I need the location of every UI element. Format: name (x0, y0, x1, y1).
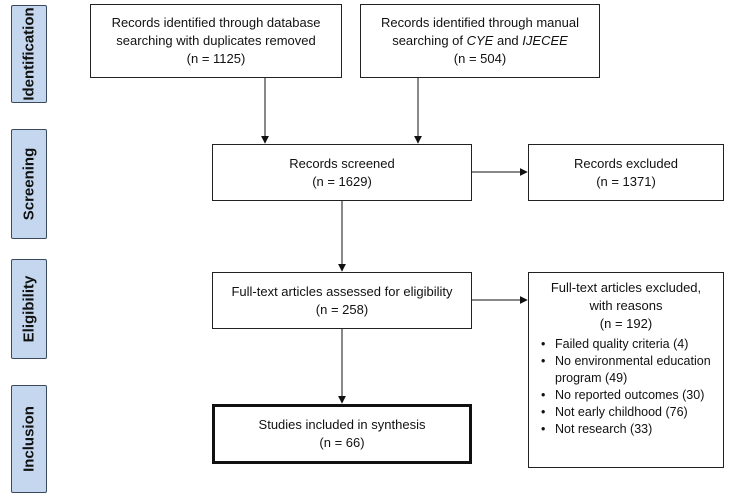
box-records-screened: Records screened (n = 1629) (212, 144, 472, 201)
fulltext-title: Full-text articles assessed for eligibil… (231, 283, 453, 299)
list-item: Failed quality criteria (4) (541, 336, 715, 353)
fulltext-excluded-count: (n = 192) (599, 316, 653, 331)
fulltext-count: (n = 258) (315, 301, 369, 317)
stage-screening: Screening (11, 129, 47, 239)
box-fulltext-excluded: Full-text articles excluded, with reason… (528, 272, 724, 468)
box-records-excluded: Records excluded (n = 1371) (528, 144, 724, 201)
fulltext-excluded-title2: with reasons (589, 298, 663, 313)
list-item: No reported outcomes (30) (541, 387, 715, 404)
exclusion-reasons-list: Failed quality criteria (4) No environme… (529, 336, 723, 438)
db-search-count: (n = 1125) (186, 51, 246, 66)
journal-cye: CYE (466, 33, 494, 48)
box-database-search: Records identified through database sear… (90, 4, 342, 78)
db-search-line1: Records identified through database (111, 15, 321, 30)
db-search-line2: searching with duplicates removed (116, 33, 316, 48)
screened-title: Records screened (289, 155, 395, 171)
included-title: Studies included in synthesis (258, 417, 426, 432)
box-studies-included: Studies included in synthesis (n = 66) (212, 404, 472, 464)
excluded-title: Records excluded (573, 155, 679, 171)
stage-eligibility: Eligibility (11, 259, 47, 359)
fulltext-excluded-title1: Full-text articles excluded, (550, 280, 702, 295)
included-count: (n = 66) (319, 435, 365, 450)
box-manual-search: Records identified through manual search… (360, 4, 600, 78)
manual-search-line2: searching of CYE and IJECEE (392, 33, 568, 48)
manual-search-line1: Records identified through manual (380, 15, 579, 30)
box-fulltext-assessed: Full-text articles assessed for eligibil… (212, 272, 472, 329)
list-item: No environmental education program (49) (541, 353, 715, 387)
journal-ijecee: IJECEE (522, 33, 568, 48)
manual-search-count: (n = 504) (453, 51, 507, 66)
list-item: Not early childhood (76) (541, 404, 715, 421)
screened-count: (n = 1629) (312, 173, 372, 189)
list-item: Not research (33) (541, 421, 715, 438)
excluded-count: (n = 1371) (596, 173, 656, 189)
stage-identification: Identification (11, 5, 47, 103)
stage-inclusion: Inclusion (11, 385, 47, 493)
